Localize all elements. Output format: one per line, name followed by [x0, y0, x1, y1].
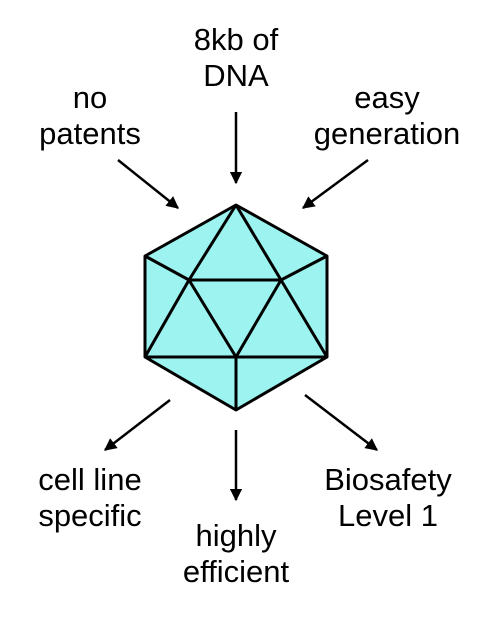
label-bottom-right-line1: Biosafety — [324, 462, 452, 497]
label-top-left: no patents — [30, 80, 150, 152]
label-top-left-line1: no — [72, 80, 108, 115]
label-bottom-right: Biosafety Level 1 — [308, 462, 468, 534]
arrow-bottom-left — [104, 399, 171, 451]
label-bottom-left-line2: specific — [38, 498, 142, 533]
label-top-right-line2: generation — [313, 116, 461, 151]
arrow-bottom-right — [304, 394, 378, 451]
label-top-line1: 8kb of — [193, 22, 279, 57]
label-top-line2: DNA — [203, 58, 269, 93]
label-top: 8kb of DNA — [176, 22, 296, 94]
arrow-top-right — [301, 158, 369, 210]
arrow-top-left — [117, 159, 179, 209]
label-bottom-left: cell line specific — [20, 462, 160, 534]
label-top-right-line1: easy — [354, 80, 420, 115]
label-bottom-left-line1: cell line — [38, 462, 142, 497]
label-top-left-line2: patents — [39, 116, 141, 151]
label-bottom-right-line2: Level 1 — [338, 498, 438, 533]
label-bottom-center-line2: efficient — [182, 554, 290, 589]
label-bottom-center: highly efficient — [171, 518, 301, 590]
icosahedron — [143, 203, 329, 412]
icosahedron-edges — [143, 204, 329, 410]
label-top-right: easy generation — [302, 80, 472, 152]
arrows — [104, 112, 378, 502]
label-bottom-center-line1: highly — [195, 518, 277, 553]
